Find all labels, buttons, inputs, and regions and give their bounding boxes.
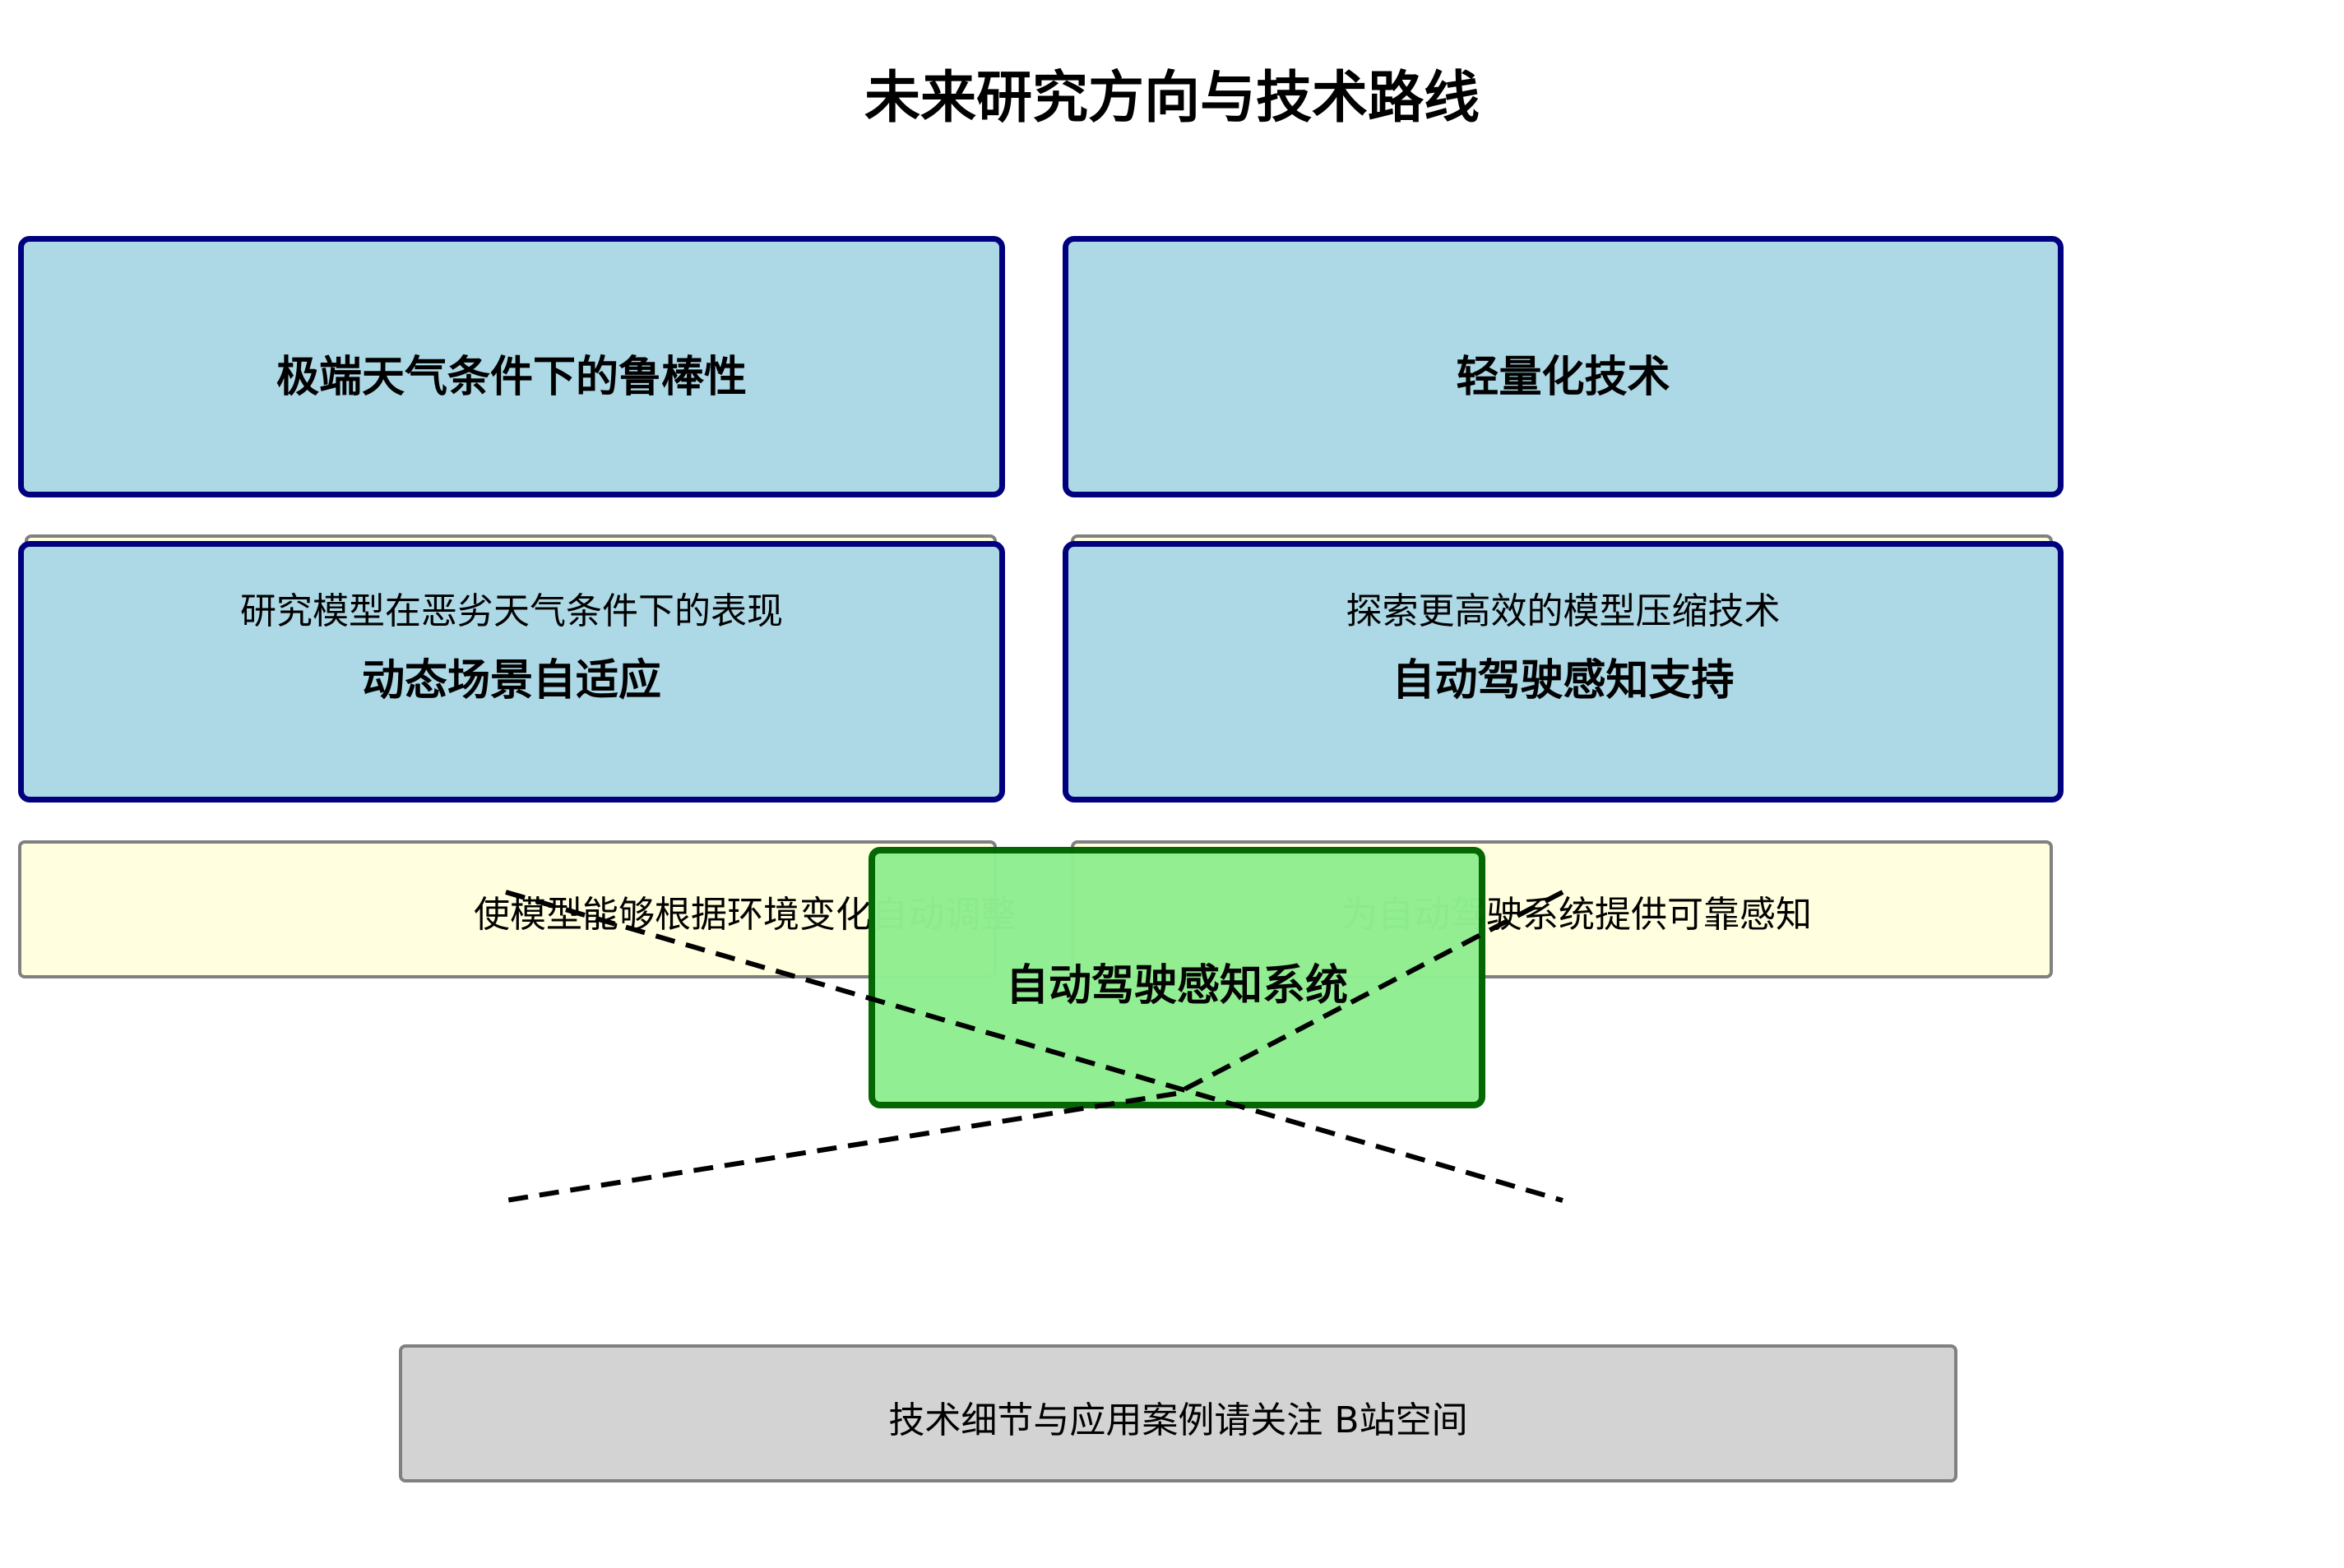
- center-box: 自动驾驶感知系统: [869, 847, 1485, 1108]
- direction-box-3: 研究模型在恶劣天气条件下的表现 动态场景自适应: [18, 541, 1005, 803]
- center-label: 自动驾驶感知系统: [1005, 961, 1348, 1011]
- connector-line-left: [505, 890, 1563, 1203]
- connector-line-bottom-left: [505, 1091, 1177, 1203]
- direction-heading-4: 自动驾驶感知支持: [1392, 656, 1735, 705]
- direction-box-2: 轻量化技术: [1063, 236, 2064, 497]
- connector-line-right: [1174, 890, 1564, 1096]
- direction-heading-2: 轻量化技术: [1456, 353, 1670, 402]
- description-text-1: 研究模型在恶劣天气条件下的表现: [240, 590, 783, 632]
- description-text-2: 探索更高效的模型压缩技术: [1346, 590, 1781, 632]
- direction-heading-1: 极端天气条件下的鲁棒性: [276, 353, 747, 402]
- direction-box-4: 探索更高效的模型压缩技术 自动驾驶感知支持: [1063, 541, 2064, 803]
- diagram-title: 未来研究方向与技术路线: [864, 66, 1480, 131]
- direction-heading-3: 动态场景自适应: [361, 656, 661, 705]
- direction-box-1: 极端天气条件下的鲁棒性: [18, 236, 1005, 497]
- footer-text: 技术细节与应用案例请关注 B站空间: [888, 1399, 1468, 1441]
- footer-box: 技术细节与应用案例请关注 B站空间: [399, 1344, 1957, 1482]
